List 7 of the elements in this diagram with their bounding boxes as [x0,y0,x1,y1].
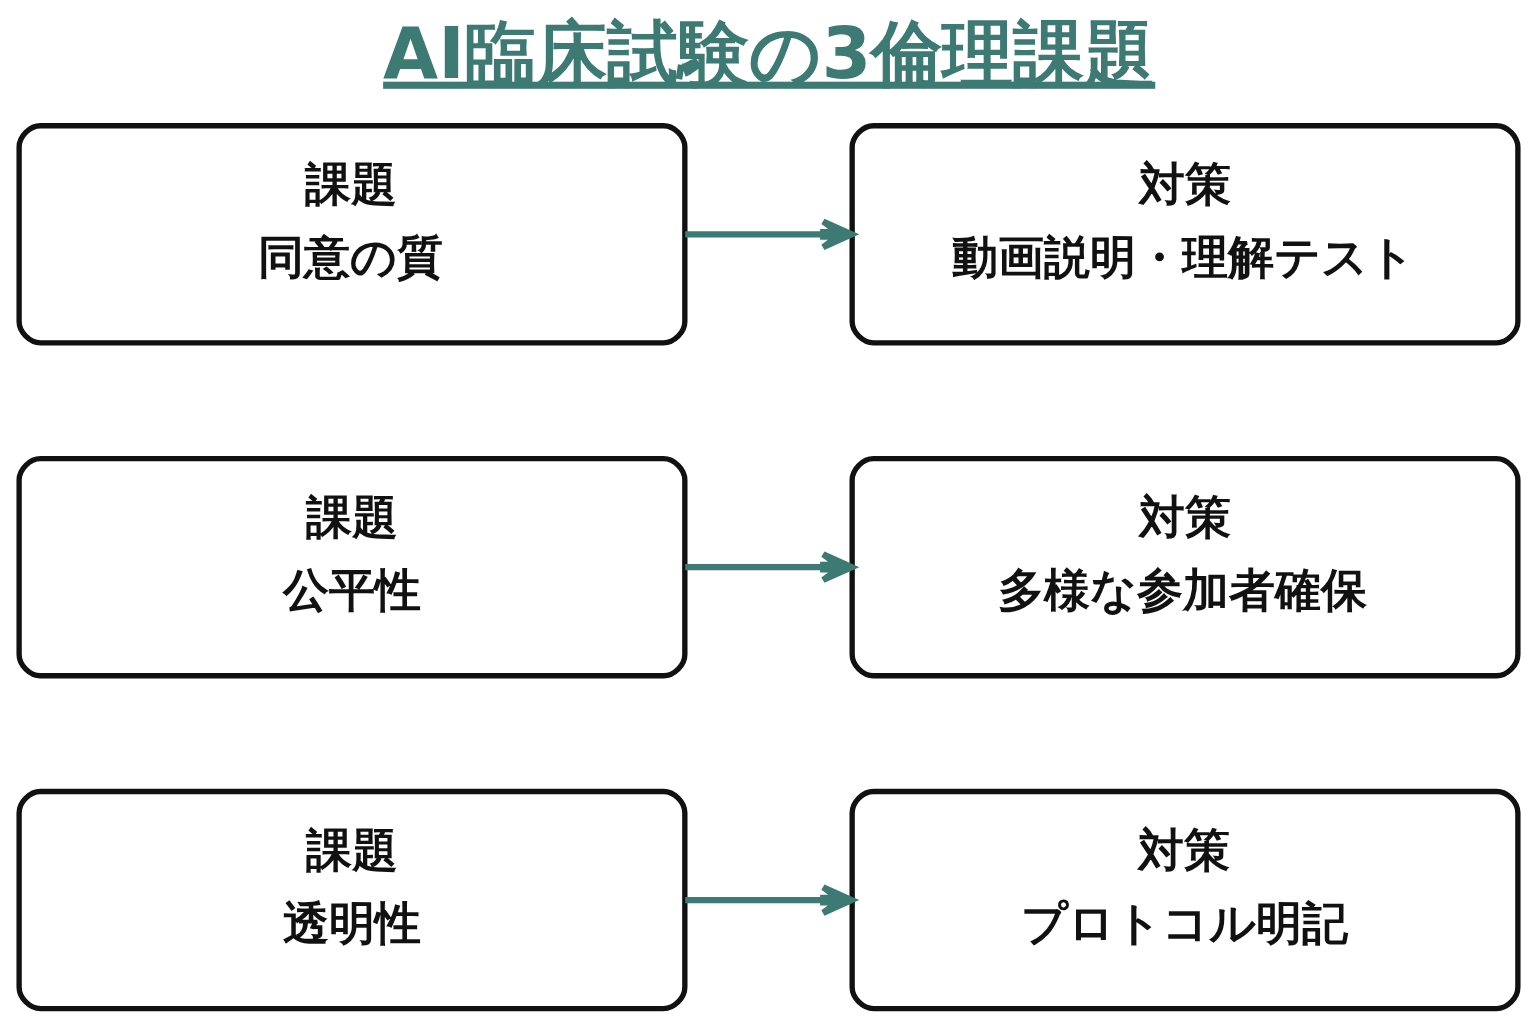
node-box: 課題 同意の質 [15,123,687,346]
node-box: 対策 多様な参加者確保 [849,455,1521,679]
node-box: 課題 公平性 [15,455,687,679]
node-box: 対策 動画説明・理解テスト [849,123,1521,346]
node-box: 課題 透明性 [15,788,687,1012]
diagram-title: AI臨床試験の3倫理課題 [382,11,1155,95]
node-box: 対策 プロトコル明記 [849,788,1521,1012]
